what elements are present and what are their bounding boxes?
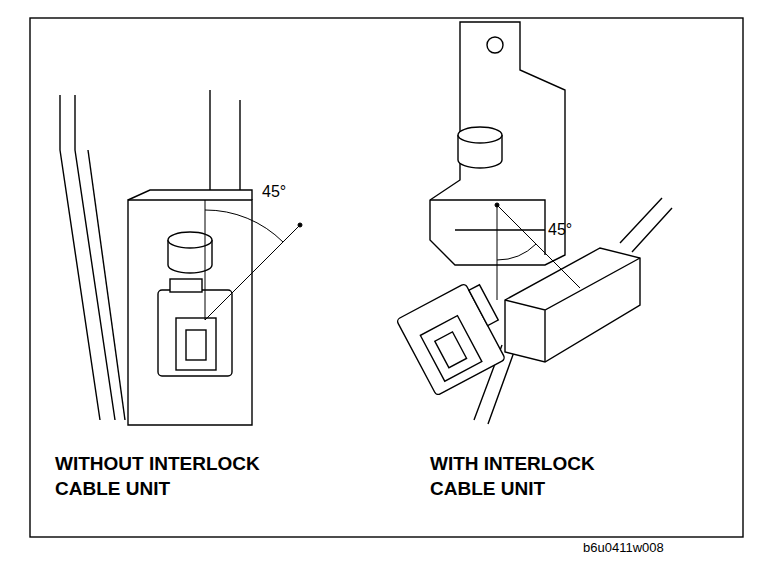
variant-caption: WITH INTERLOCK CABLE UNIT [430,452,642,501]
frame [30,18,743,537]
pedal-bracket [60,90,252,425]
stop-lamp-switch [396,278,516,396]
angle-value: 45° [262,182,286,203]
switch-plunger [458,127,502,168]
stop-lamp-switch [158,279,232,376]
variant-caption: WITHOUT INTERLOCK CABLE UNIT [55,452,305,501]
angle-indicator [495,203,580,300]
angle-value: 45° [548,220,572,241]
interlock-cable-unit [474,198,672,424]
figure-code: b6u0411w008 [583,540,664,557]
angle-indicator [205,200,302,320]
